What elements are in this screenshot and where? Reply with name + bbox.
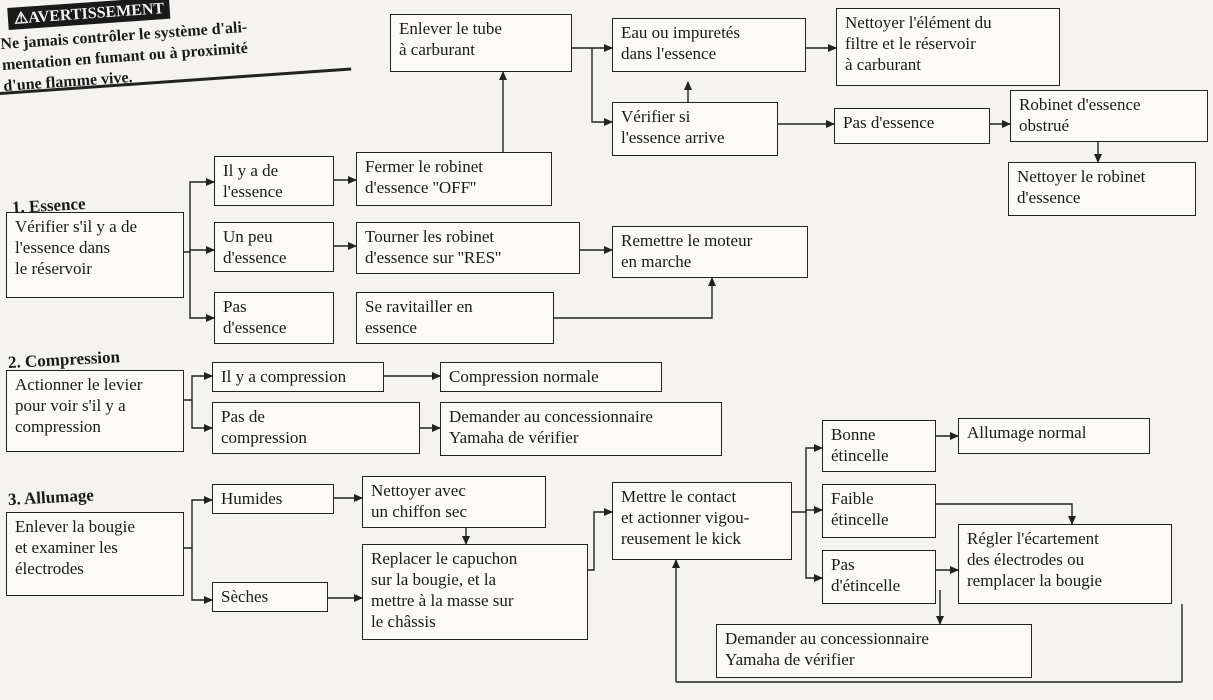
box-enlever-tube: Enlever le tube à carburant bbox=[390, 14, 572, 72]
box-demander-concessionnaire-1: Demander au concessionnaire Yamaha de vé… bbox=[440, 402, 722, 456]
box-remettre-moteur: Remettre le moteur en marche bbox=[612, 226, 808, 278]
box-il-y-a-compression: Il y a compression bbox=[212, 362, 384, 392]
box-actionner-levier: Actionner le levier pour voir s'il y a c… bbox=[6, 370, 184, 452]
warning-box: ⚠AVERTISSEMENT Ne jamais contrôler le sy… bbox=[0, 0, 360, 110]
box-enlever-bougie: Enlever la bougie et examiner les électr… bbox=[6, 512, 184, 596]
box-se-ravitailler: Se ravitailler en essence bbox=[356, 292, 554, 344]
box-verifier-arrive: Vérifier si l'essence arrive bbox=[612, 102, 778, 156]
box-un-peu-essence: Un peu d'essence bbox=[214, 222, 334, 272]
box-allumage-normal: Allumage normal bbox=[958, 418, 1150, 454]
box-eau-impuretes: Eau ou impuretés dans l'essence bbox=[612, 18, 806, 72]
box-nettoyer-filtre: Nettoyer l'élément du filtre et le réser… bbox=[836, 8, 1060, 86]
box-robinet-obstrue: Robinet d'essence obstrué bbox=[1010, 90, 1208, 142]
box-faible-etincelle: Faible étincelle bbox=[822, 484, 936, 538]
box-il-y-a-essence: Il y a de l'essence bbox=[214, 156, 334, 206]
box-tourner-robinet: Tourner les robinet d'essence sur ''RES'… bbox=[356, 222, 580, 274]
box-pas-compression: Pas de compression bbox=[212, 402, 420, 454]
box-mettre-contact: Mettre le contact et actionner vigou- re… bbox=[612, 482, 792, 560]
box-demander-concessionnaire-2: Demander au concessionnaire Yamaha de vé… bbox=[716, 624, 1032, 678]
box-fermer-robinet: Fermer le robinet d'essence ''OFF'' bbox=[356, 152, 552, 206]
box-regler-ecartement: Régler l'écartement des électrodes ou re… bbox=[958, 524, 1172, 604]
box-humides: Humides bbox=[212, 484, 334, 514]
box-nettoyer-robinet: Nettoyer le robinet d'essence bbox=[1008, 162, 1196, 216]
box-verifier-essence: Vérifier s'il y a de l'essence dans le r… bbox=[6, 212, 184, 298]
box-nettoyer-chiffon: Nettoyer avec un chiffon sec bbox=[362, 476, 546, 528]
box-seches: Sèches bbox=[212, 582, 328, 612]
box-replacer-capuchon: Replacer le capuchon sur la bougie, et l… bbox=[362, 544, 588, 640]
box-compression-normale: Compression normale bbox=[440, 362, 662, 392]
box-bonne-etincelle: Bonne étincelle bbox=[822, 420, 936, 472]
box-pas-etincelle: Pas d'étincelle bbox=[822, 550, 936, 604]
box-pas-essence-2: Pas d'essence bbox=[834, 108, 990, 144]
box-pas-essence-1: Pas d'essence bbox=[214, 292, 334, 344]
